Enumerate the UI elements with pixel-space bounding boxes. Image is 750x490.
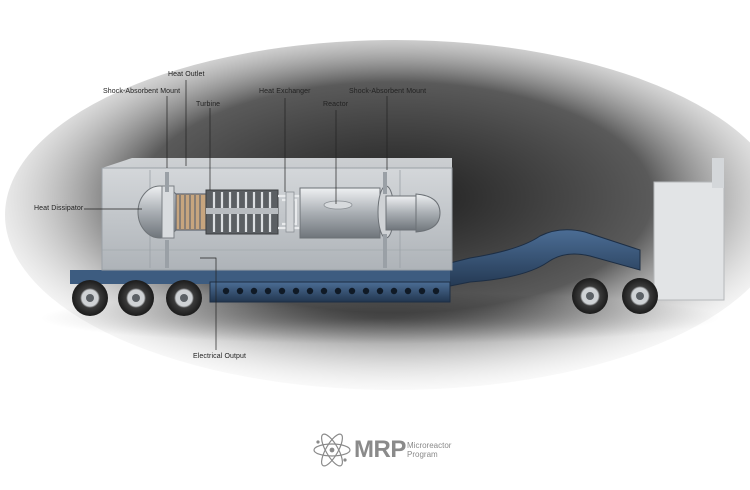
trailer-bed-hole bbox=[250, 287, 258, 295]
trailer-bed-hole bbox=[320, 287, 328, 295]
shock-mount-right-post bbox=[383, 172, 387, 194]
trailer-bed-hole bbox=[278, 287, 286, 295]
reactor-assembly bbox=[137, 172, 441, 268]
atom-icon bbox=[313, 433, 351, 467]
reactor-vessel bbox=[299, 187, 381, 239]
truck-cab bbox=[653, 158, 725, 301]
leader-lines bbox=[84, 80, 388, 350]
label-shock-mount-right: Shock-Absorbent Mount bbox=[349, 88, 427, 95]
turbine-cage bbox=[205, 189, 279, 235]
wheel bbox=[572, 278, 608, 314]
trailer-bed-hole bbox=[264, 287, 272, 295]
trailer-bed-hole bbox=[418, 287, 426, 295]
wheel bbox=[72, 280, 108, 316]
trailer-gooseneck bbox=[429, 229, 641, 291]
trailer-bed-hole bbox=[348, 287, 356, 295]
reactor-dome bbox=[415, 193, 441, 233]
label-heat-exchanger: Heat Exchanger bbox=[259, 88, 311, 95]
wheel bbox=[622, 278, 658, 314]
trailer-bed-hole bbox=[404, 287, 412, 295]
wheel bbox=[118, 280, 154, 316]
trailer-bed-hole bbox=[376, 287, 384, 295]
label-reactor: Reactor bbox=[323, 101, 349, 108]
logo-subtitle-line2: Program bbox=[407, 450, 438, 459]
trailer-bed-hole bbox=[334, 287, 342, 295]
logo-name: MRP bbox=[354, 436, 406, 463]
heat-dissipator-dome bbox=[137, 185, 183, 239]
trailer-bed-hole bbox=[306, 287, 314, 295]
shock-mount-left-post bbox=[165, 172, 169, 192]
label-heat-outlet: Heat Outlet bbox=[168, 71, 205, 78]
trailer-wheels bbox=[72, 278, 658, 316]
logo-subtitle: Microreactor Program bbox=[407, 441, 451, 459]
trailer-bed-hole bbox=[292, 287, 300, 295]
ground-shadow bbox=[40, 292, 720, 344]
label-electrical-output: Electrical Output bbox=[193, 353, 247, 360]
label-heat-dissipator: Heat Dissipator bbox=[34, 205, 84, 212]
mrp-logo: MRP Microreactor Program bbox=[312, 432, 452, 468]
trailer-bed-hole bbox=[362, 287, 370, 295]
logo-subtitle-line1: Microreactor bbox=[407, 441, 452, 450]
wheel bbox=[166, 280, 202, 316]
trailer-bed-hole bbox=[390, 287, 398, 295]
label-shock-mount-left: Shock-Absorbent Mount bbox=[103, 88, 181, 95]
trailer-bed-hole bbox=[236, 287, 244, 295]
heat-exchanger-fins bbox=[175, 193, 207, 231]
trailer-bed-hole bbox=[222, 287, 230, 295]
label-turbine: Turbine bbox=[196, 101, 221, 108]
leader-electrical-output bbox=[200, 257, 217, 350]
trailer-bed-hole bbox=[432, 287, 440, 295]
trailer-bed bbox=[70, 270, 451, 303]
